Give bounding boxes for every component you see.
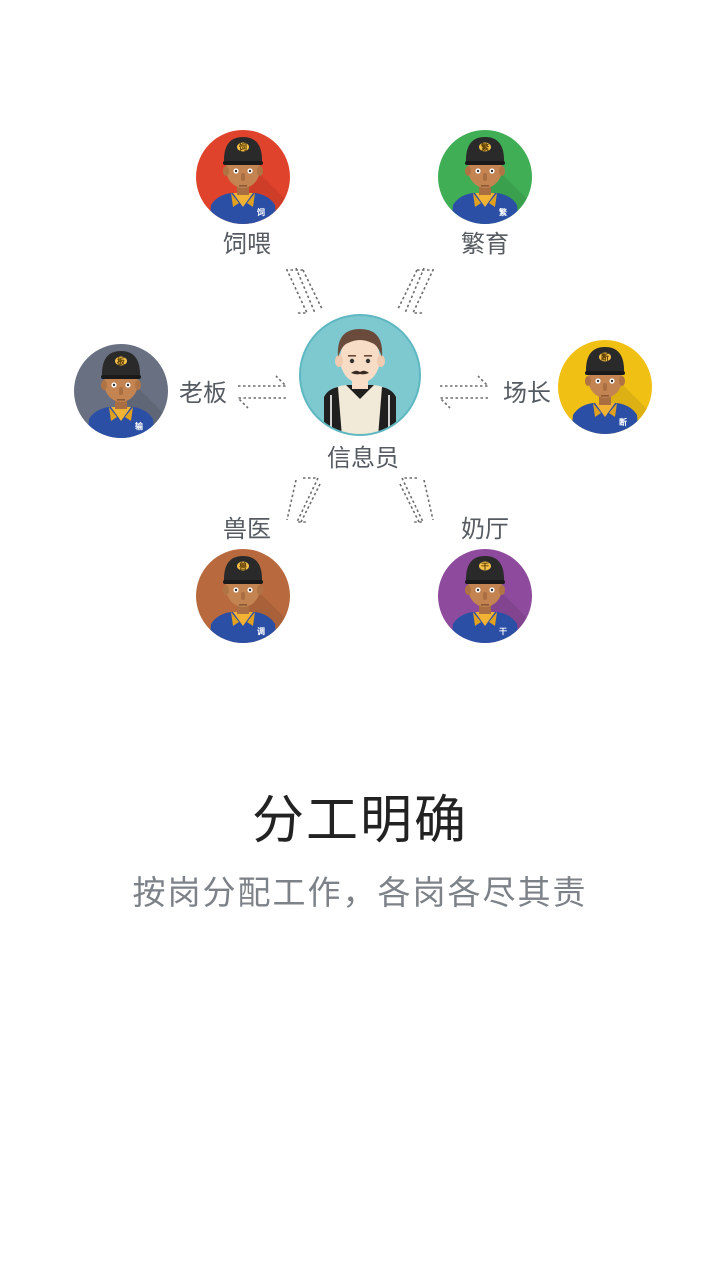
headline: 分工明确 (251, 791, 468, 851)
arrow-fanyu (397, 267, 435, 314)
role-label-changzhang: 场长 (503, 379, 551, 407)
arrow-changzhang (438, 375, 490, 409)
role-label-laoban: 老板 (179, 379, 227, 407)
uniform-badge-char: 断 (619, 417, 627, 427)
role-label-shouyi: 兽医 (223, 515, 271, 543)
cap-char: 干 (481, 562, 489, 571)
uniform-badge-char: 输 (135, 421, 144, 431)
cap-char: 断 (601, 352, 609, 362)
arrow-naiting (399, 477, 434, 525)
role-label-siwei: 饲喂 (223, 230, 271, 258)
subline: 按岗分配工作，各岗各尽其责 (132, 873, 588, 912)
center-avatar (298, 313, 422, 437)
center-label: 信息员 (327, 444, 399, 472)
cap-char: 板 (117, 356, 126, 366)
cap-char: 兽 (239, 561, 247, 571)
role-avatar-laoban: 板输 (74, 344, 168, 438)
arrow-laoban (236, 375, 288, 409)
role-avatar-changzhang: 断断 (558, 340, 652, 434)
uniform-badge-char: 干 (499, 627, 507, 636)
role-label-fanyu: 繁育 (461, 230, 509, 258)
cap-char: 饲 (238, 142, 247, 152)
arrows (236, 267, 490, 525)
arrow-siwei (285, 267, 323, 314)
arrow-shouyi (286, 477, 321, 525)
role-avatar-fanyu: 繁繁 (438, 130, 532, 224)
uniform-badge-char: 调 (257, 626, 265, 636)
uniform-badge-char: 繁 (498, 207, 508, 217)
role-avatar-shouyi: 兽调 (196, 549, 290, 643)
role-avatar-naiting: 干干 (438, 549, 532, 643)
role-label-naiting: 奶厅 (461, 515, 509, 543)
cap-char: 繁 (480, 142, 490, 152)
uniform-badge-char: 饲 (256, 207, 265, 217)
role-avatar-siwei: 饲饲 (196, 130, 290, 224)
